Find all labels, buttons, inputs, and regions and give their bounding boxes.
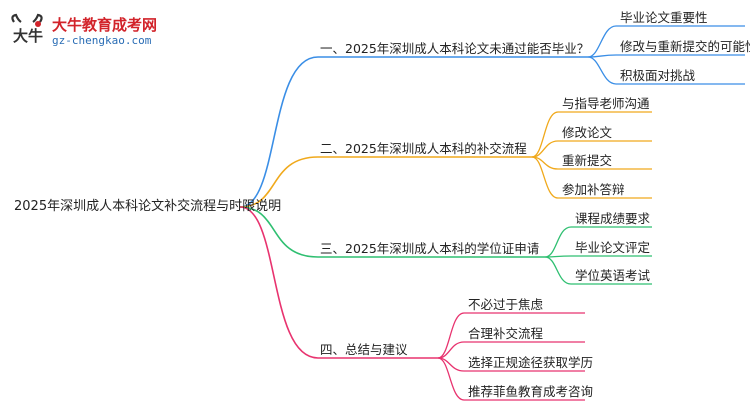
branch-2-child-4[interactable]: 参加补答辩 xyxy=(562,182,625,197)
branch-4-child-1-connector xyxy=(437,312,585,359)
branch-2-child-4-connector xyxy=(531,156,652,199)
branch-1-connector xyxy=(239,56,588,208)
mindmap-root-topic[interactable]: 2025年深圳成人本科论文补交流程与时限说明 xyxy=(14,199,282,214)
branch-2-connector xyxy=(239,156,532,208)
branch-3-child-3[interactable]: 学位英语考试 xyxy=(575,268,651,283)
branch-3-child-2[interactable]: 毕业论文评定 xyxy=(575,240,651,255)
branch-1-child-2-connector xyxy=(587,54,745,58)
branch-4-child-4[interactable]: 推荐菲鱼教育成考咨询 xyxy=(468,384,594,399)
branch-2-child-3[interactable]: 重新提交 xyxy=(562,153,613,168)
branch-4-child-3[interactable]: 选择正规途径获取学历 xyxy=(468,355,594,370)
branch-4-child-1[interactable]: 不必过于焦虑 xyxy=(468,297,544,312)
site-logo[interactable]: 大牛 大牛教育成考网 gz-chengkao.com xyxy=(8,12,178,54)
branch-1-child-1[interactable]: 毕业论文重要性 xyxy=(620,10,708,25)
logo-mark: 大牛 xyxy=(13,27,43,45)
logo-url: gz-chengkao.com xyxy=(52,34,152,47)
branch-1-child-2[interactable]: 修改与重新提交的可能性 xyxy=(620,39,750,54)
branch-4-child-2[interactable]: 合理补交流程 xyxy=(468,326,544,341)
branch-4-label[interactable]: 四、总结与建议 xyxy=(320,342,408,357)
branch-3-connector xyxy=(239,206,545,258)
branch-3-child-1[interactable]: 课程成绩要求 xyxy=(575,211,651,226)
branch-2-label[interactable]: 二、2025年深圳成人本科的补交流程 xyxy=(320,141,527,156)
branch-1-child-3-connector xyxy=(587,56,745,85)
branch-1-child-3[interactable]: 积极面对挑战 xyxy=(620,68,696,83)
branch-2-child-1[interactable]: 与指导老师沟通 xyxy=(562,96,650,111)
branch-3-child-3-connector xyxy=(544,256,652,285)
branch-4-child-4-connector xyxy=(437,357,585,401)
branch-3-child-2-connector xyxy=(544,255,652,258)
branch-1-child-1-connector xyxy=(587,25,745,58)
branch-3-child-1-connector xyxy=(544,226,652,258)
branch-4-connector xyxy=(239,206,438,359)
branch-3-label[interactable]: 三、2025年深圳成人本科的学位证申请 xyxy=(320,241,540,256)
branch-1-label[interactable]: 一、2025年深圳成人本科论文未通过能否毕业？ xyxy=(320,41,590,56)
branch-2-child-2[interactable]: 修改论文 xyxy=(562,125,613,140)
branch-4-child-2-connector xyxy=(437,341,585,359)
branch-2-child-1-connector xyxy=(531,111,652,158)
branch-2-child-2-connector xyxy=(531,140,652,158)
bull-logo-icon: 大牛 xyxy=(11,13,43,45)
logo-title: 大牛教育成考网 xyxy=(52,16,158,34)
